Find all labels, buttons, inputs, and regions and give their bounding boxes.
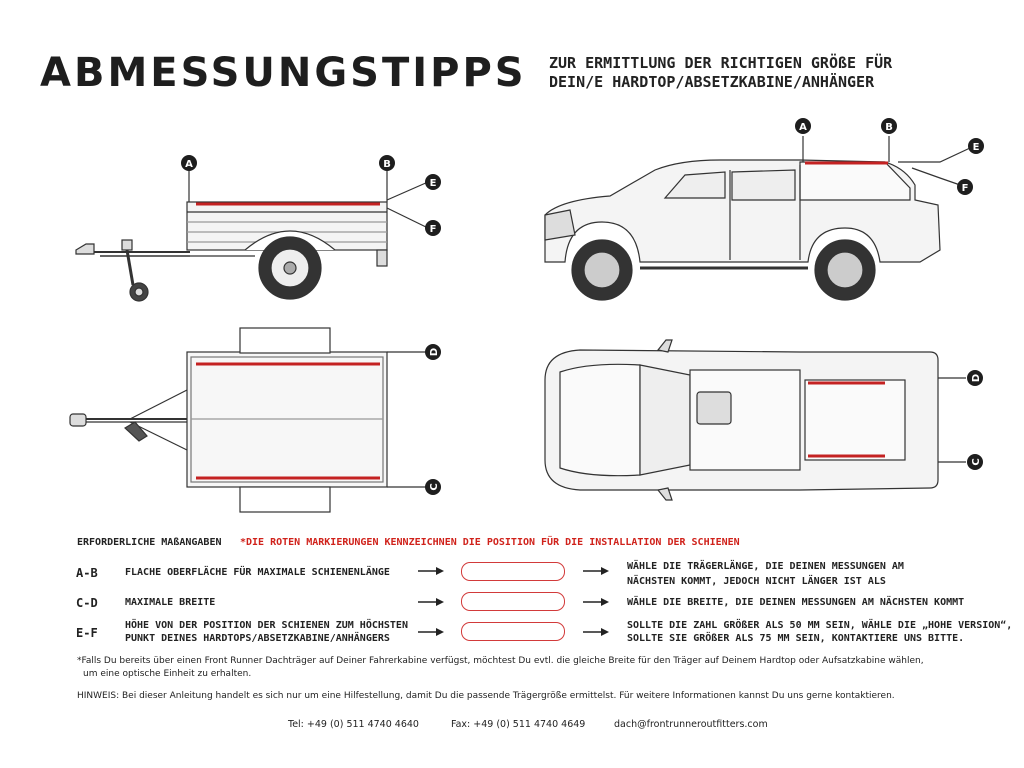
marker-c-trailer: C	[425, 479, 441, 495]
svg-text:A: A	[185, 159, 193, 170]
row-ab-desc: FLACHE OBERFLÄCHE FÜR MAXIMALE SCHIENENL…	[125, 567, 390, 578]
marker-c-truck: C	[967, 454, 983, 470]
table-note: *DIE ROTEN MARKIERUNGEN KENNZEICHNEN DIE…	[240, 537, 740, 548]
svg-text:D: D	[429, 348, 440, 356]
svg-text:B: B	[383, 159, 391, 170]
marker-d-trailer: D	[425, 344, 441, 360]
svg-text:A: A	[799, 122, 807, 133]
truck-side-view	[544, 136, 971, 301]
row-ef-desc: HÖHE VON DER POSITION DER SCHIENEN ZUM H…	[125, 619, 408, 645]
marker-f-trailer: F	[425, 220, 441, 236]
contact-email[interactable]: dach@frontrunneroutfitters.com	[614, 719, 768, 730]
trailer-side-view	[75, 168, 429, 302]
row-cd-desc: MAXIMALE BREITE	[125, 597, 216, 608]
row-ef-instruction: SOLLTE DIE ZAHL GRÖßER ALS 50 MM SEIN, W…	[627, 619, 1012, 645]
truck-top-view	[544, 339, 966, 501]
row-ef-arrow-in-icon	[418, 628, 444, 636]
row-ab-input-box	[461, 562, 565, 581]
contact-tel: Tel: +49 (0) 511 4740 4640	[288, 719, 419, 730]
row-ef-input-box	[461, 622, 565, 641]
subtitle-line-2: DEIN/E HARDTOP/ABSETZKABINE/ANHÄNGER	[549, 73, 875, 91]
svg-text:F: F	[962, 183, 969, 194]
page-subtitle: ZUR ERMITTLUNG DER RICHTIGEN GRÖßE FÜR D…	[549, 54, 892, 92]
marker-a-truck: A	[795, 118, 811, 134]
svg-text:F: F	[430, 224, 437, 235]
trailer-top-view	[69, 327, 428, 513]
marker-e-truck: E	[968, 138, 984, 154]
marker-f-truck: F	[957, 179, 973, 195]
marker-b-trailer: B	[379, 155, 395, 171]
row-ef-instruction-line-2: SOLLTE SIE GRÖßER ALS 75 MM SEIN, KONTAK…	[627, 633, 965, 644]
svg-text:E: E	[430, 178, 437, 189]
row-cd-code: C-D	[76, 596, 98, 610]
row-ab-code: A-B	[76, 566, 98, 580]
row-ef-arrow-out-icon	[583, 628, 609, 636]
row-ef-code: E-F	[76, 626, 98, 640]
row-ef-desc-line-1: HÖHE VON DER POSITION DER SCHIENEN ZUM H…	[125, 620, 408, 631]
page-title: ABMESSUNGSTIPPS	[40, 50, 527, 96]
marker-d-truck: D	[967, 370, 983, 386]
svg-text:E: E	[973, 142, 980, 153]
row-ab-instruction-line-1: WÄHLE DIE TRÄGERLÄNGE, DIE DEINEN MESSUN…	[627, 561, 904, 572]
row-cd-arrow-in-icon	[418, 598, 444, 606]
svg-text:C: C	[971, 458, 982, 465]
svg-text:B: B	[885, 122, 893, 133]
row-ab-instruction: WÄHLE DIE TRÄGERLÄNGE, DIE DEINEN MESSUN…	[627, 559, 904, 589]
row-cd-input-box	[461, 592, 565, 611]
marker-e-trailer: E	[425, 174, 441, 190]
subtitle-line-1: ZUR ERMITTLUNG DER RICHTIGEN GRÖßE FÜR	[549, 54, 893, 72]
row-ab-arrow-out-icon	[583, 567, 609, 575]
contact-fax: Fax: +49 (0) 511 4740 4649	[451, 719, 586, 730]
row-ab-arrow-in-icon	[418, 567, 444, 575]
footnote-line-2: um eine optische Einheit zu erhalten.	[83, 669, 252, 679]
row-cd-instruction: WÄHLE DIE BREITE, DIE DEINEN MESSUNGEN A…	[627, 597, 965, 608]
row-ef-desc-line-2: PUNKT DEINES HARDTOPS/ABSETZKABINE/ANHÄN…	[125, 633, 390, 644]
row-cd-arrow-out-icon	[583, 598, 609, 606]
vehicle-diagrams: A B E F D C A B E F D C	[69, 118, 984, 513]
svg-text:C: C	[429, 483, 440, 490]
hint-text: HINWEIS: Bei dieser Anleitung handelt es…	[77, 691, 895, 701]
row-ab-instruction-line-2: NÄCHSTEN KOMMT, JEDOCH NICHT LÄNGER IST …	[627, 576, 886, 587]
svg-text:D: D	[971, 374, 982, 382]
table-header: ERFORDERLICHE MAßANGABEN	[77, 537, 222, 548]
footnote-line-1: *Falls Du bereits über einen Front Runne…	[77, 656, 924, 666]
marker-b-truck: B	[881, 118, 897, 134]
row-ef-instruction-line-1: SOLLTE DIE ZAHL GRÖßER ALS 50 MM SEIN, W…	[627, 620, 1013, 631]
marker-a-trailer: A	[181, 155, 197, 171]
